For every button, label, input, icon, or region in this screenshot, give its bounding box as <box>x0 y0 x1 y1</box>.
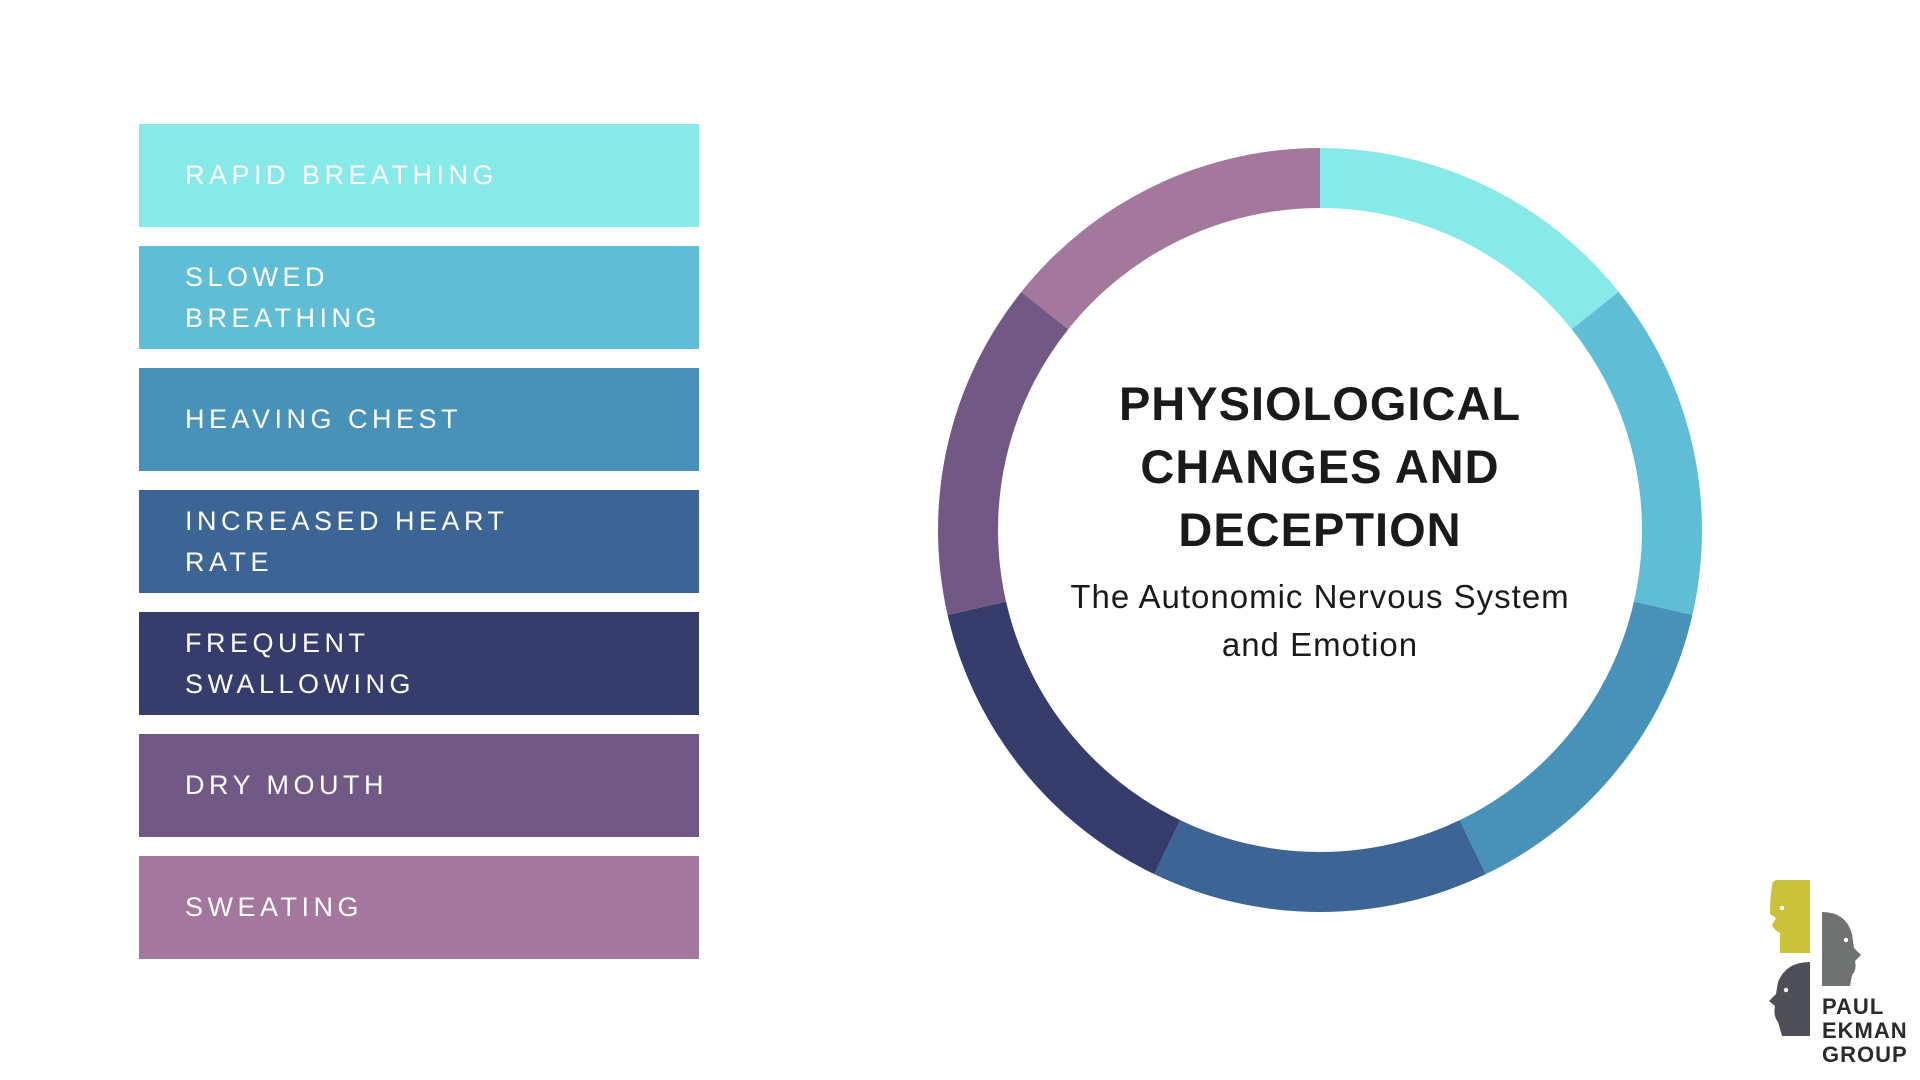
logo-eye-right-icon <box>1843 937 1849 943</box>
logo-eye-bottom-icon <box>1783 987 1789 993</box>
logo-head-right-icon <box>1822 912 1861 986</box>
symptom-label: INCREASED HEART RATE <box>185 505 509 577</box>
segment-ring <box>938 148 1702 912</box>
symptom-label: SLOWED BREATHING <box>185 261 382 333</box>
logo-wordmark: PAUL EKMAN GROUP <box>1822 995 1908 1067</box>
ring-segment-4 <box>1154 820 1486 912</box>
paul-ekman-group-logo <box>1769 880 1861 1036</box>
symptom-item-slowed-breathing: SLOWED BREATHING <box>139 246 699 349</box>
ring-segment-7 <box>1021 148 1320 330</box>
symptom-item-increased-heart-rate: INCREASED HEART RATE <box>139 490 699 593</box>
ring-segment-6 <box>938 291 1069 616</box>
symptom-label: HEAVING CHEST <box>185 404 463 434</box>
logo-line-ekman: EKMAN <box>1822 1018 1908 1043</box>
symptom-item-sweating: SWEATING <box>139 856 699 959</box>
symptom-list: RAPID BREATHING SLOWED BREATHING HEAVING… <box>139 124 699 978</box>
logo-head-bottom-icon <box>1769 962 1810 1036</box>
logo-line-paul: PAUL <box>1822 994 1885 1019</box>
ring-segment-2 <box>1571 291 1702 616</box>
symptom-item-frequent-swallowing: FREQUENT SWALLOWING <box>139 612 699 715</box>
logo-head-top-icon <box>1770 880 1810 953</box>
symptom-label: DRY MOUTH <box>185 770 389 800</box>
symptom-label: SWEATING <box>185 892 364 922</box>
ring-segment-1 <box>1320 148 1619 330</box>
symptom-item-rapid-breathing: RAPID BREATHING <box>139 124 699 227</box>
ring-segment-5 <box>947 601 1181 875</box>
logo-eye-top-icon <box>1779 905 1785 911</box>
symptom-item-dry-mouth: DRY MOUTH <box>139 734 699 837</box>
symptom-item-heaving-chest: HEAVING CHEST <box>139 368 699 471</box>
diagram-title: PHYSIOLOGICAL CHANGES AND DECEPTION <box>1118 377 1522 556</box>
ring-center-text: PHYSIOLOGICAL CHANGES AND DECEPTION The … <box>1070 372 1570 669</box>
diagram-subtitle: The Autonomic Nervous System and Emotion <box>1070 578 1570 663</box>
symptom-label: FREQUENT SWALLOWING <box>185 627 416 699</box>
symptom-label: RAPID BREATHING <box>185 160 499 190</box>
ring-segment-3 <box>1459 601 1693 875</box>
logo-line-group: GROUP <box>1822 1042 1908 1067</box>
